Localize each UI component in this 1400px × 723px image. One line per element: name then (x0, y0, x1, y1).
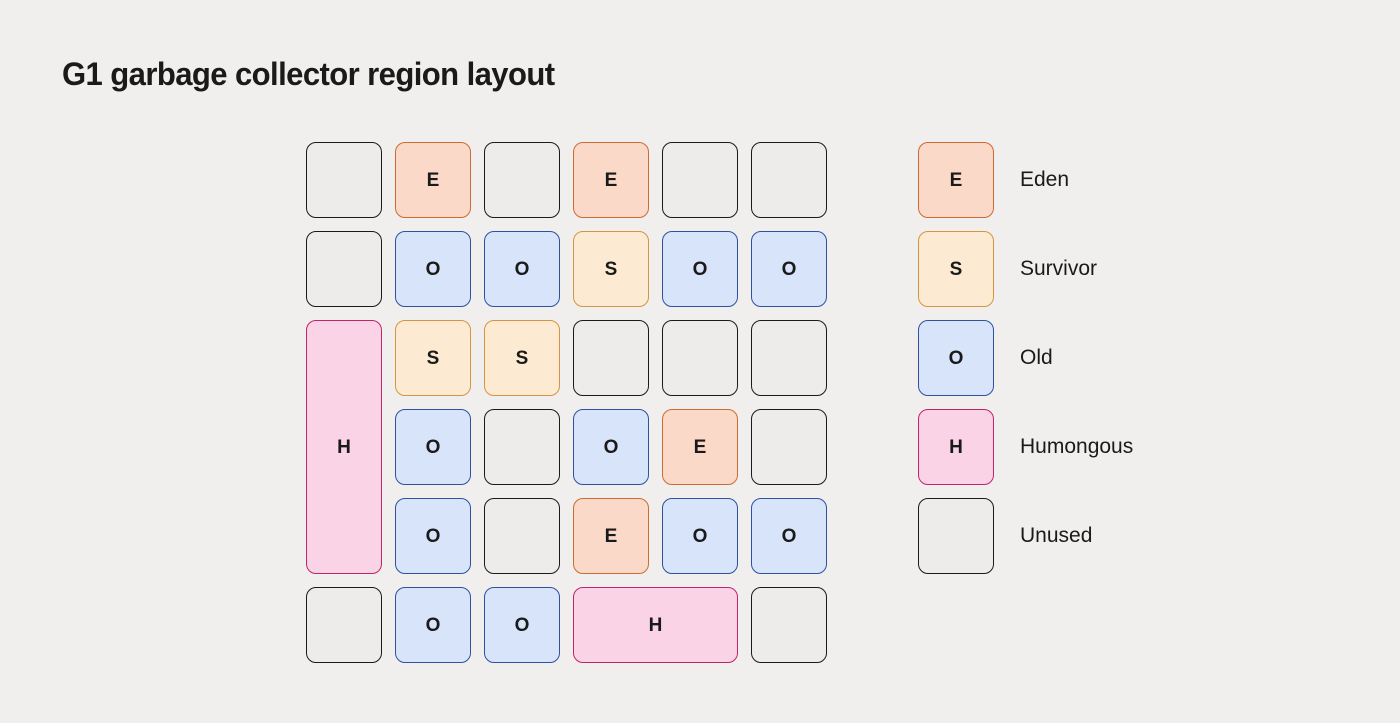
legend-label-unused: Unused (1020, 524, 1093, 547)
legend-swatch-letter: E (949, 169, 963, 191)
region-letter: S (426, 347, 440, 369)
region-cell-old: O (751, 498, 827, 574)
region-cell-old: O (395, 587, 471, 663)
region-cell-unused (662, 320, 738, 396)
legend-item-eden: E Eden (918, 142, 1133, 218)
region-letter: O (425, 436, 441, 458)
region-letter: S (515, 347, 529, 369)
legend-swatch-humongous: H (918, 409, 994, 485)
legend-swatch-old: O (918, 320, 994, 396)
region-letter: E (426, 169, 440, 191)
region-cell-unused (484, 498, 560, 574)
region-cell-unused (751, 142, 827, 218)
legend-item-old: O Old (918, 320, 1133, 396)
legend-label-humongous: Humongous (1020, 435, 1134, 458)
region-letter: O (514, 258, 530, 280)
region-cell-eden: E (573, 498, 649, 574)
region-cell-old: O (395, 409, 471, 485)
region-letter: E (604, 525, 618, 547)
region-letter: O (692, 258, 708, 280)
region-cell-old: O (573, 409, 649, 485)
legend-item-humongous: H Humongous (918, 409, 1133, 485)
region-letter: O (692, 525, 708, 547)
legend-label-eden: Eden (1020, 168, 1070, 191)
region-letter: O (425, 614, 441, 636)
legend-label-survivor: Survivor (1020, 257, 1098, 280)
region-letter: O (603, 436, 619, 458)
region-letter: O (781, 258, 797, 280)
region-cell-eden: E (395, 142, 471, 218)
region-cell-survivor: S (573, 231, 649, 307)
region-letter: H (337, 436, 351, 458)
page-title: G1 garbage collector region layout (62, 56, 555, 92)
legend-swatch-survivor: S (918, 231, 994, 307)
region-cell-old: O (395, 498, 471, 574)
region-cell-unused (306, 142, 382, 218)
region-cell-unused (306, 587, 382, 663)
region-cell-unused (306, 231, 382, 307)
region-cell-unused (573, 320, 649, 396)
region-letter: S (604, 258, 618, 280)
region-letter: O (514, 614, 530, 636)
region-cell-eden: E (662, 409, 738, 485)
legend-label-old: Old (1020, 346, 1053, 369)
region-grid: E E O O S O O H S S O O E O E O O O O H (306, 142, 827, 663)
region-letter: E (693, 436, 707, 458)
region-cell-survivor: S (484, 320, 560, 396)
legend-swatch-letter: O (948, 347, 964, 369)
region-letter: E (604, 169, 618, 191)
legend-swatch-letter: H (949, 436, 963, 458)
region-cell-survivor: S (395, 320, 471, 396)
legend-item-unused: Unused (918, 498, 1133, 574)
legend-item-survivor: S Survivor (918, 231, 1133, 307)
region-cell-humongous: H (306, 320, 382, 574)
legend-swatch-unused (918, 498, 994, 574)
region-cell-unused (662, 142, 738, 218)
region-cell-unused (751, 320, 827, 396)
region-letter: O (425, 525, 441, 547)
region-cell-old: O (662, 498, 738, 574)
region-cell-old: O (484, 231, 560, 307)
region-cell-old: O (662, 231, 738, 307)
region-cell-unused (751, 409, 827, 485)
region-cell-unused (484, 409, 560, 485)
legend-swatch-eden: E (918, 142, 994, 218)
region-letter: O (425, 258, 441, 280)
region-letter: H (648, 614, 663, 636)
region-cell-old: O (484, 587, 560, 663)
region-cell-old: O (395, 231, 471, 307)
legend-swatch-letter: S (949, 258, 963, 280)
region-cell-unused (484, 142, 560, 218)
region-letter: O (781, 525, 797, 547)
region-cell-humongous: H (573, 587, 738, 663)
region-cell-old: O (751, 231, 827, 307)
region-cell-eden: E (573, 142, 649, 218)
region-cell-unused (751, 587, 827, 663)
